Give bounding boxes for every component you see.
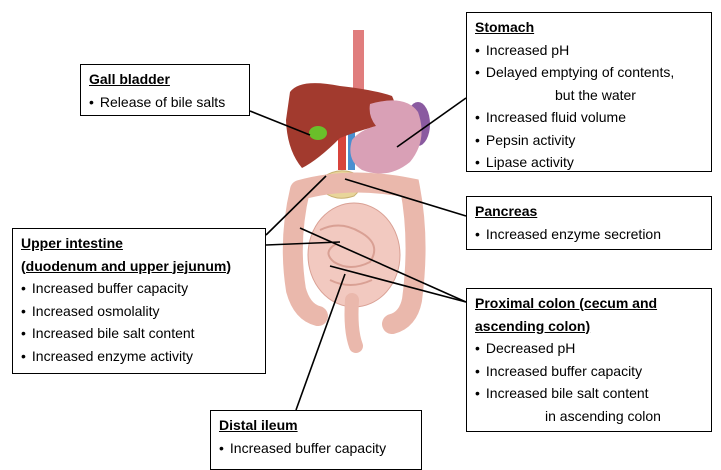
gall-bladder-list: Release of bile salts: [89, 91, 241, 114]
stomach-list: Increased pH Delayed emptying of content…: [475, 39, 703, 174]
gall-bladder-title: Gall bladder: [89, 68, 241, 91]
list-item: Release of bile salts: [89, 91, 241, 114]
list-item: Increased pH: [475, 39, 703, 62]
list-item: Increased buffer capacity: [219, 437, 413, 460]
list-item: Increased bile salt content in ascending …: [475, 382, 703, 427]
gall-bladder-box: Gall bladder Release of bile salts: [80, 64, 250, 116]
pancreas-list: Increased enzyme secretion: [475, 223, 703, 246]
list-item: Increased enzyme activity: [21, 345, 257, 368]
list-item-continuation: in ascending colon: [475, 405, 703, 428]
list-item: Increased fluid volume: [475, 106, 703, 129]
distal-ileum-list: Increased buffer capacity: [219, 437, 413, 460]
upper-intestine-title-2: (duodenum and upper jejunum): [21, 255, 257, 278]
pancreas-box: Pancreas Increased enzyme secretion: [466, 196, 712, 250]
proximal-colon-list: Decreased pH Increased buffer capacity I…: [475, 337, 703, 427]
list-item: Increased enzyme secretion: [475, 223, 703, 246]
list-item-continuation: but the water: [475, 84, 703, 107]
list-item: Increased buffer capacity: [475, 360, 703, 383]
list-item: Increased buffer capacity: [21, 277, 257, 300]
stomach-box: Stomach Increased pH Delayed emptying of…: [466, 12, 712, 172]
upper-intestine-box: Upper intestine (duodenum and upper jeju…: [12, 228, 266, 374]
proximal-colon-title-1: Proximal colon (cecum and: [475, 292, 703, 315]
pancreas-title: Pancreas: [475, 200, 703, 223]
list-item-text: Increased bile salt content: [486, 385, 649, 401]
upper-intestine-title-1: Upper intestine: [21, 232, 257, 255]
list-item: Increased osmolality: [21, 300, 257, 323]
small-intestine-shape: [308, 203, 400, 307]
distal-ileum-box: Distal ileum Increased buffer capacity: [210, 410, 422, 470]
upper-intestine-list: Increased buffer capacity Increased osmo…: [21, 277, 257, 367]
rectum-shape: [352, 300, 357, 346]
list-item: Pepsin activity: [475, 129, 703, 152]
proximal-colon-title-2: ascending colon): [475, 315, 703, 338]
gall-bladder-shape: [309, 126, 327, 140]
list-item-text: Delayed emptying of contents,: [486, 64, 674, 80]
distal-ileum-title: Distal ileum: [219, 414, 413, 437]
list-item: Increased bile salt content: [21, 322, 257, 345]
list-item: Delayed emptying of contents, but the wat…: [475, 61, 703, 106]
stomach-title: Stomach: [475, 16, 703, 39]
list-item: Decreased pH: [475, 337, 703, 360]
list-item: Lipase activity: [475, 151, 703, 174]
proximal-colon-box: Proximal colon (cecum and ascending colo…: [466, 288, 712, 432]
